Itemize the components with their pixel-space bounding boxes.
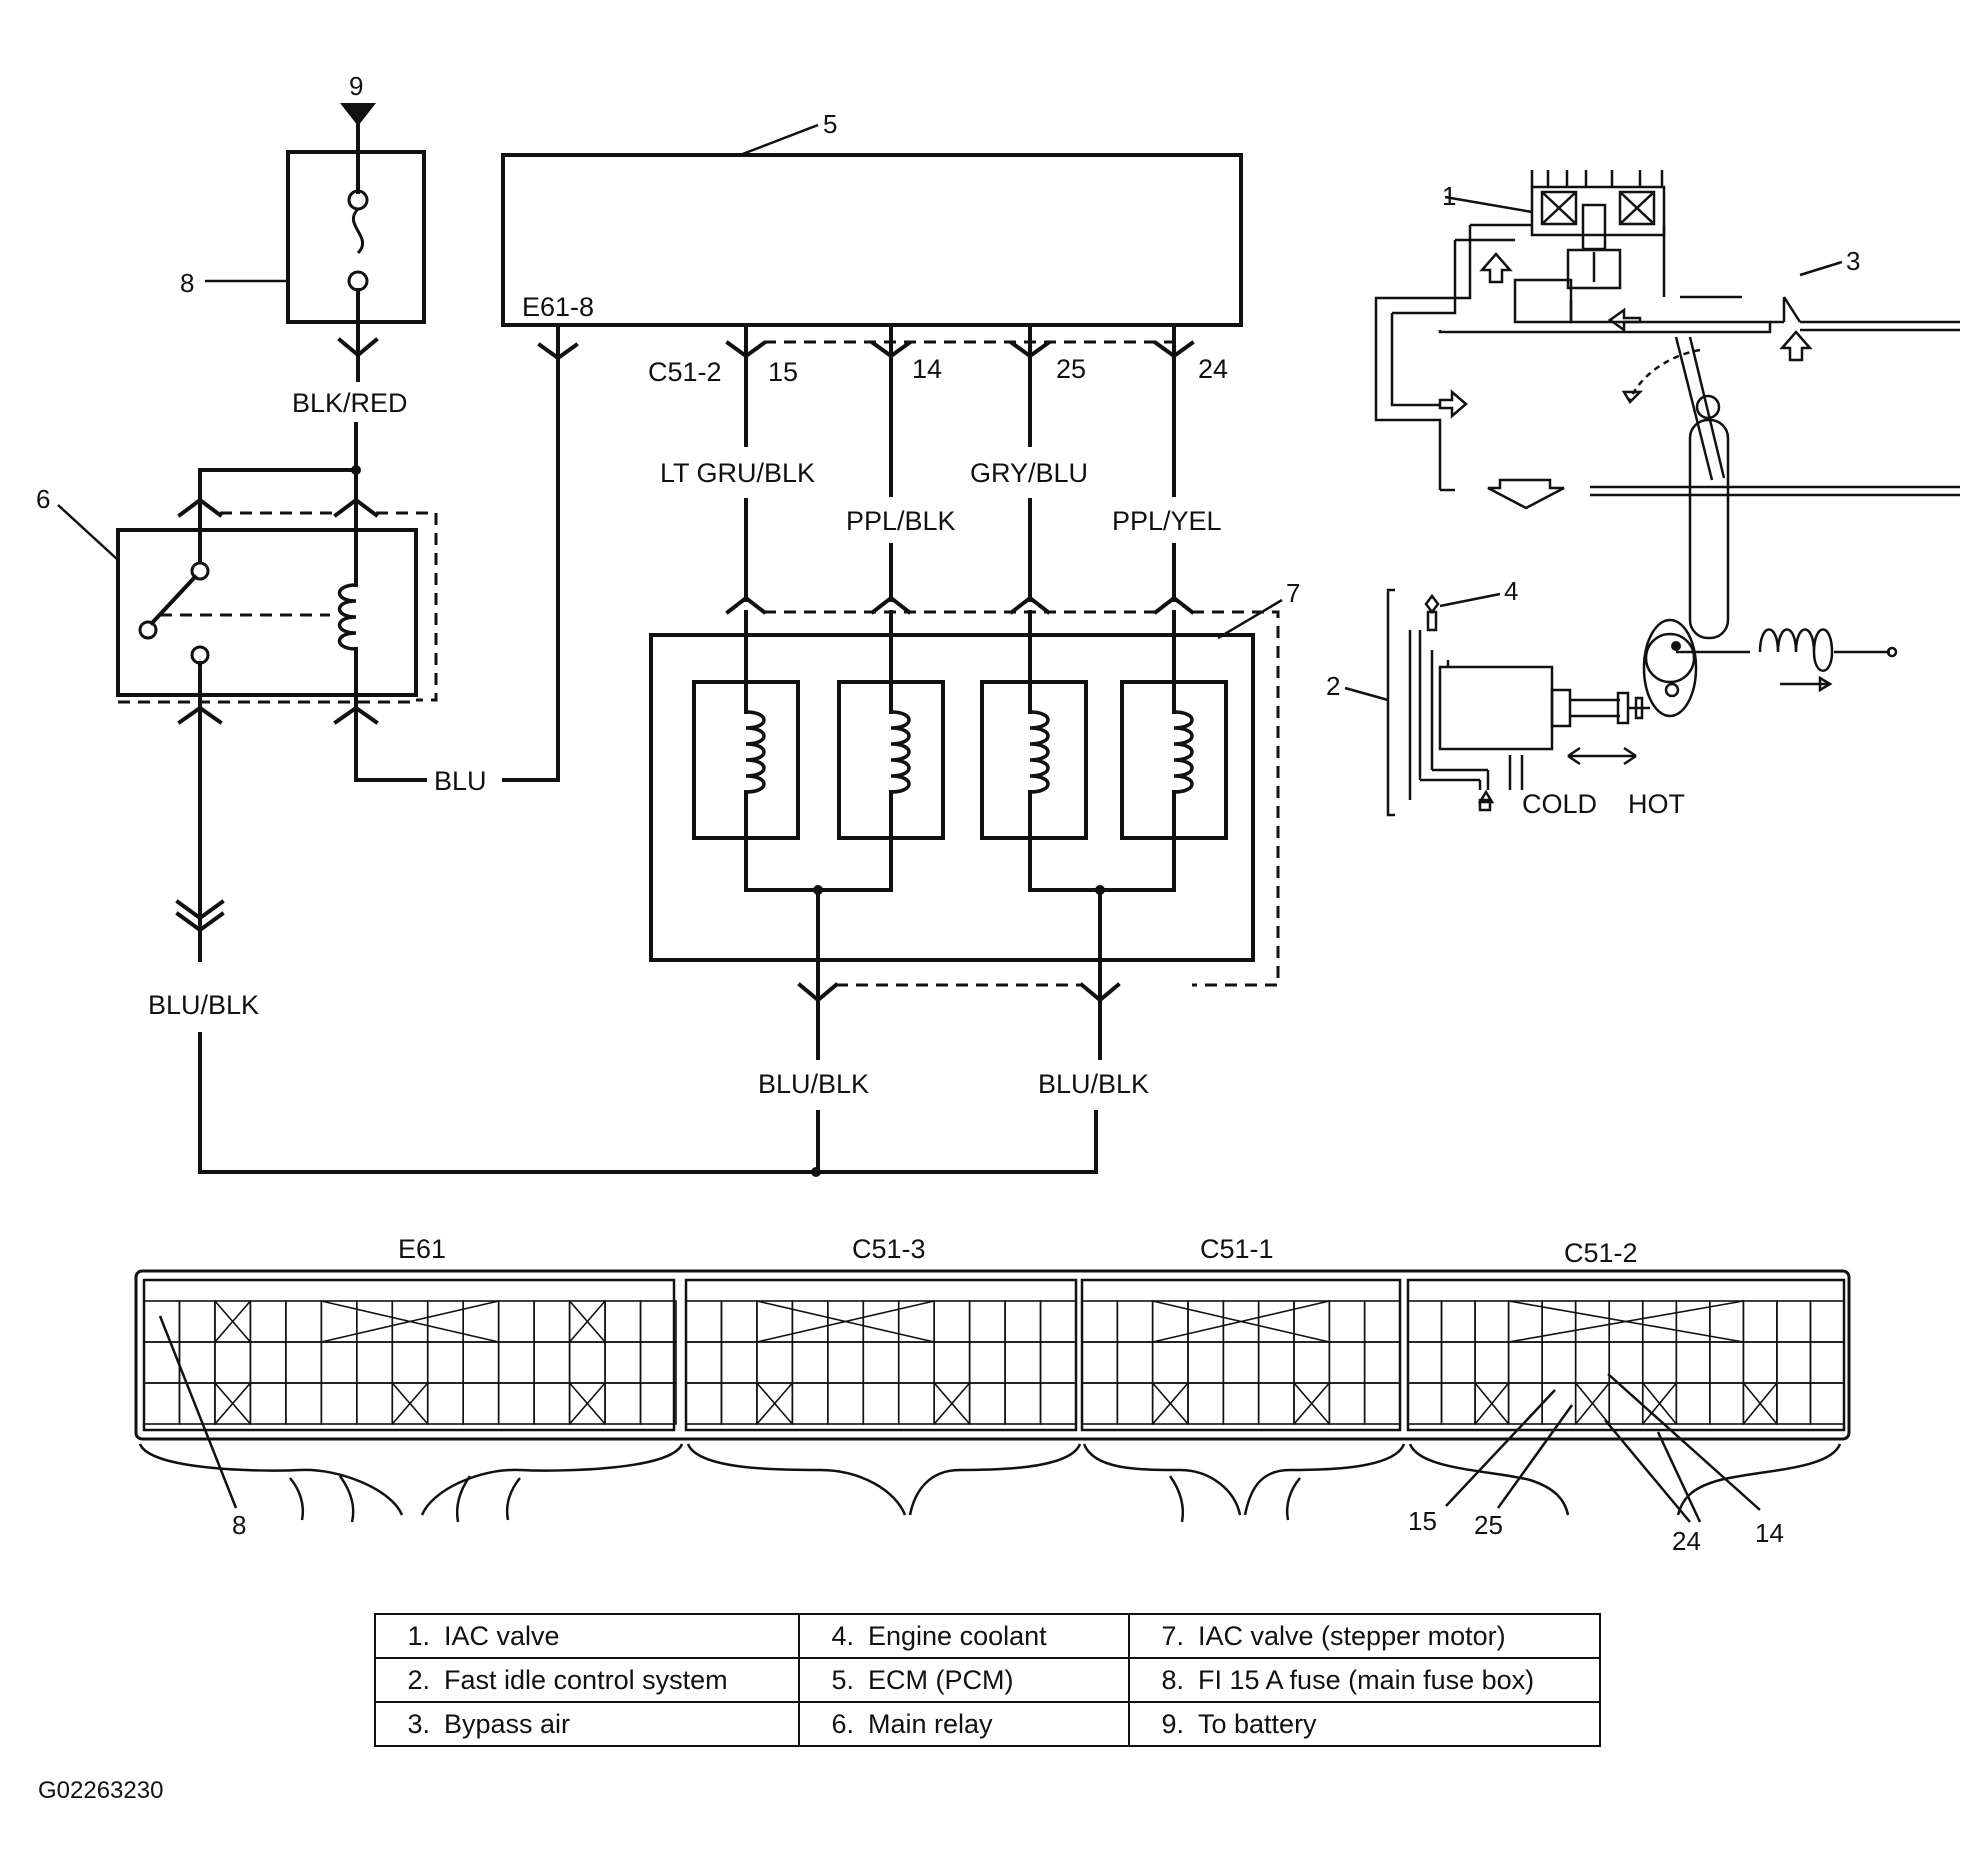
connector-label-c51-1: C51-1 — [1200, 1234, 1274, 1264]
fuse-connector — [337, 320, 379, 382]
pin-label-8: 8 — [232, 1510, 246, 1540]
legend-cell: 1.IAC valve — [374, 1613, 800, 1659]
label-cold: COLD — [1522, 789, 1597, 819]
terminal-e61-8: E61-8 — [522, 292, 594, 322]
wire-label-ppl-yel: PPL/YEL — [1112, 506, 1222, 536]
legend-table: 1.IAC valve 4.Engine coolant 7.IAC valve… — [374, 1613, 1601, 1747]
pin-label-24: 24 — [1672, 1526, 1701, 1556]
wire-label-blu-blk-relay: BLU/BLK — [148, 990, 259, 1020]
legend-cell: 9.To battery — [1128, 1701, 1601, 1747]
callout-2: 2 — [1326, 671, 1340, 701]
callout-1: 1 — [1442, 181, 1456, 211]
callout-5: 5 — [823, 109, 837, 139]
terminal-14: 14 — [912, 354, 942, 384]
legend-cell: 8.FI 15 A fuse (main fuse box) — [1128, 1657, 1601, 1703]
main-relay: 6 — [36, 484, 438, 702]
callout-7: 7 — [1286, 578, 1300, 608]
connector-label-c51-2: C51-2 — [1564, 1238, 1638, 1268]
legend-row: 3.Bypass air 6.Main relay 9.To battery — [374, 1701, 1601, 1747]
pin-label-15: 15 — [1408, 1506, 1437, 1536]
wire-label-blu: BLU — [434, 766, 487, 796]
ecm-box: 5 E61-8 — [501, 109, 1243, 327]
label-hot: HOT — [1628, 789, 1685, 819]
wire-label-blu-blk-b: BLU/BLK — [1038, 1069, 1149, 1099]
callout-8: 8 — [180, 268, 194, 298]
wire-label-gry-blu: GRY/BLU — [970, 458, 1088, 488]
wire-label-blu-blk-a: BLU/BLK — [758, 1069, 869, 1099]
callout-9: 9 — [349, 71, 363, 101]
callout-3: 3 — [1846, 246, 1860, 276]
throttle-body-illustration: 1 3 — [1326, 170, 1960, 819]
terminal-24: 24 — [1198, 354, 1228, 384]
wire-label-ppl-blk: PPL/BLK — [846, 506, 956, 536]
callout-4: 4 — [1504, 576, 1518, 606]
fuse-box: 8 — [180, 150, 426, 324]
iac-stepper-motor: 7 — [649, 578, 1300, 1003]
legend-row: 1.IAC valve 4.Engine coolant 7.IAC valve… — [374, 1613, 1601, 1659]
battery-feed: 9 — [340, 71, 376, 154]
legend-cell: 5.ECM (PCM) — [798, 1657, 1130, 1703]
terminal-c51-2: C51-2 — [648, 357, 722, 387]
figure-id: G02263230 — [38, 1777, 164, 1804]
legend-cell: 7.IAC valve (stepper motor) — [1128, 1613, 1601, 1659]
pin-label-25: 25 — [1474, 1510, 1503, 1540]
legend-cell: 3.Bypass air — [374, 1701, 800, 1747]
wire-label-blk-red: BLK/RED — [292, 388, 408, 418]
wire-label-lt-gru-blk: LT GRU/BLK — [660, 458, 815, 488]
terminal-15: 15 — [768, 357, 798, 387]
legend-cell: 2.Fast idle control system — [374, 1657, 800, 1703]
ecm-c51-connectors — [725, 323, 1195, 359]
legend-row: 2.Fast idle control system 5.ECM (PCM) 8… — [374, 1657, 1601, 1703]
terminal-25: 25 — [1056, 354, 1086, 384]
legend-cell: 4.Engine coolant — [798, 1613, 1130, 1659]
ecm-connector-faces: E61 C51-3 C51-1 C51-2 8 15 25 24 14 — [134, 1234, 1851, 1556]
callout-6: 6 — [36, 484, 50, 514]
connector-label-c51-3: C51-3 — [852, 1234, 926, 1264]
connector-label-e61: E61 — [398, 1234, 446, 1264]
legend-cell: 6.Main relay — [798, 1701, 1130, 1747]
pin-label-14: 14 — [1755, 1518, 1784, 1548]
